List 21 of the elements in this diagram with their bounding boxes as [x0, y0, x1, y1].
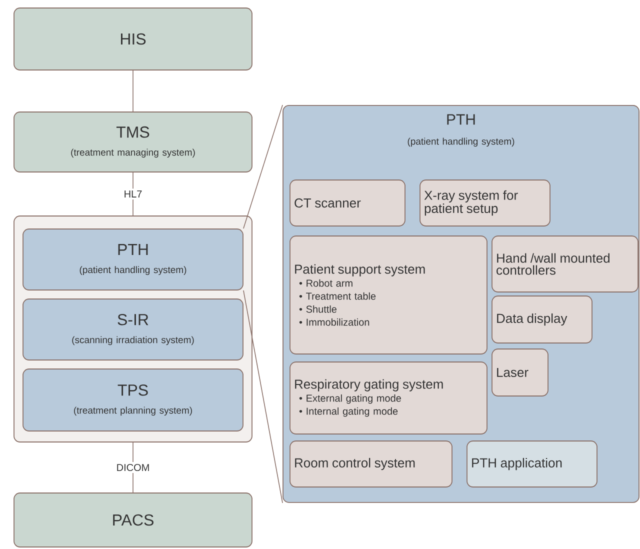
- connector-line: [132, 172, 134, 216]
- system-box: S-IR (scanning irradiation system): [22, 298, 244, 360]
- edge-label: DICOM: [114, 462, 152, 474]
- connector-line: [132, 70, 134, 112]
- system-box: HIS: [14, 8, 252, 70]
- edge-label: HL7: [122, 188, 144, 200]
- system-box: PACS: [14, 492, 252, 548]
- component-box: Hand /wall mounted controllers: [492, 236, 638, 292]
- component-box: Patient support system • Robot arm • Treatment table • Shuttle • Immobilization: [290, 236, 488, 354]
- zoom-line: [243, 104, 283, 229]
- component-box: PTH application: [466, 440, 598, 488]
- component-box: CT scanner: [290, 180, 406, 226]
- system-box: PTH (patient handling system): [22, 228, 244, 290]
- component-box: Laser: [492, 348, 548, 396]
- system-box: TPS (treatment planning system): [22, 368, 244, 432]
- zoom-line: [243, 290, 283, 504]
- component-box: Data display: [492, 296, 592, 344]
- system-box: TMS (treatment managing system): [14, 112, 252, 172]
- component-box: Room control system: [290, 440, 452, 488]
- component-box: X-ray system for patient setup: [420, 180, 550, 226]
- component-box: Respiratory gating system • External gating mode • Internal gating mode: [290, 362, 488, 434]
